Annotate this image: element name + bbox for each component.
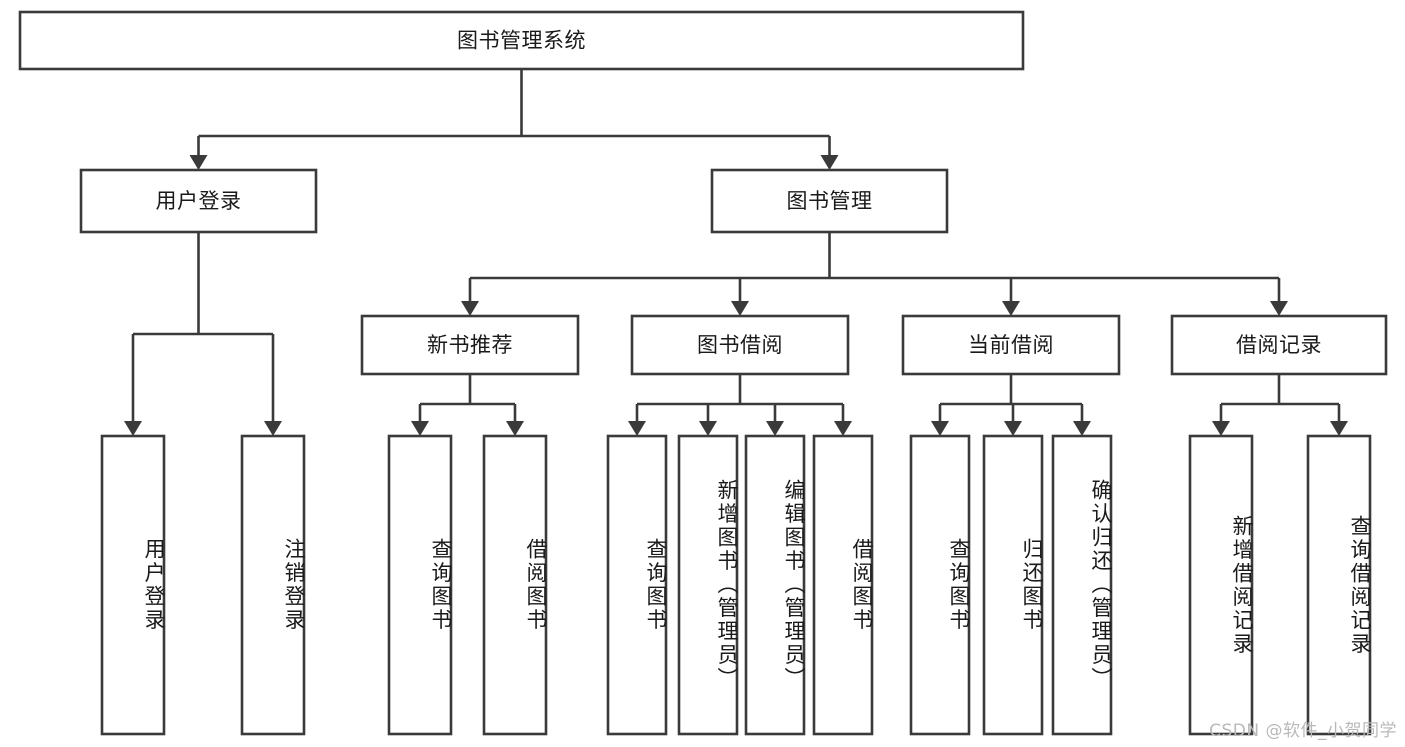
- node-leaf-add-book[interactable]: [677, 434, 739, 736]
- node-label-leaf-logout: 注销登录: [282, 538, 306, 632]
- conn-book-borrow-to-leaf-query-book-borrow-arrowhead: [628, 421, 646, 436]
- node-box-book-borrow[interactable]: [630, 314, 850, 376]
- conn-user-login-to-leaf-logout-arrowhead: [264, 421, 282, 436]
- conn-book-borrow-to-leaf-edit-book-arrowhead: [766, 421, 784, 436]
- conn-root-to-book-manage-arrowhead: [820, 155, 839, 170]
- node-leaf-add-record[interactable]: [1188, 434, 1254, 736]
- node-box-leaf-user-login[interactable]: [100, 434, 166, 736]
- node-new-book-rec[interactable]: 新书推荐: [360, 314, 580, 376]
- node-box-new-book-rec[interactable]: [360, 314, 580, 376]
- node-leaf-query-book-borrow[interactable]: [606, 434, 668, 736]
- conn-new-book-rec-to-leaf-query-book-rec-arrowhead: [411, 421, 429, 436]
- node-box-leaf-return-book[interactable]: [982, 434, 1044, 736]
- node-box-root[interactable]: [18, 10, 1025, 71]
- node-box-leaf-query-book-current[interactable]: [909, 434, 971, 736]
- node-borrow-record[interactable]: 借阅记录: [1170, 314, 1388, 376]
- node-box-leaf-edit-book[interactable]: [744, 434, 806, 736]
- node-label-leaf-borrow-book: 借阅图书: [850, 538, 874, 632]
- node-leaf-query-book-current[interactable]: [909, 434, 971, 736]
- conn-bookmanage-to-new-book-rec-arrowhead: [461, 301, 479, 316]
- node-box-leaf-borrow-book-rec[interactable]: [482, 434, 548, 736]
- node-leaf-query-book-rec[interactable]: [387, 434, 453, 736]
- watermark-label: CSDN @软件_小贺同学: [1209, 721, 1397, 741]
- node-leaf-borrow-book-rec[interactable]: [482, 434, 548, 736]
- node-label-leaf-query-book-borrow: 查询图书: [644, 538, 668, 632]
- connector-layer: [124, 69, 1348, 436]
- node-box-leaf-query-book-borrow[interactable]: [606, 434, 668, 736]
- node-box-leaf-logout[interactable]: [240, 434, 306, 736]
- node-label-leaf-add-book: 新增图书（管理员）: [715, 479, 739, 691]
- node-box-leaf-borrow-book[interactable]: [812, 434, 874, 736]
- node-leaf-query-record[interactable]: [1306, 434, 1372, 736]
- node-label-leaf-edit-book: 编辑图书（管理员）: [782, 479, 806, 691]
- node-label-current-borrow: 当前借阅: [968, 333, 1054, 357]
- conn-borrow-record-to-leaf-add-record-arrowhead: [1212, 421, 1230, 436]
- node-label-book-manage: 图书管理: [787, 189, 873, 213]
- node-label-leaf-query-record: 查询借阅记录: [1348, 514, 1372, 656]
- node-label-book-borrow: 图书借阅: [697, 333, 783, 357]
- conn-borrow-record-to-leaf-query-record-arrowhead: [1330, 421, 1348, 436]
- node-box-leaf-add-record[interactable]: [1188, 434, 1254, 736]
- node-label-leaf-add-record: 新增借阅记录: [1230, 514, 1254, 656]
- node-box-leaf-add-book[interactable]: [677, 434, 739, 736]
- node-label-new-book-rec: 新书推荐: [427, 333, 513, 357]
- node-box-borrow-record[interactable]: [1170, 314, 1388, 376]
- node-box-current-borrow[interactable]: [901, 314, 1121, 376]
- node-label-leaf-return-book: 归还图书: [1020, 538, 1044, 632]
- node-leaf-borrow-book[interactable]: [812, 434, 874, 736]
- node-leaf-logout[interactable]: [240, 434, 306, 736]
- node-leaf-edit-book[interactable]: [744, 434, 806, 736]
- node-box-leaf-confirm-return[interactable]: [1051, 434, 1113, 736]
- node-current-borrow[interactable]: 当前借阅: [901, 314, 1121, 376]
- node-root[interactable]: 图书管理系统: [18, 10, 1025, 71]
- node-box-user-login[interactable]: [79, 168, 318, 234]
- node-label-user-login: 用户登录: [156, 189, 242, 213]
- node-leaf-confirm-return[interactable]: [1051, 434, 1113, 736]
- conn-user-login-to-leaf-user-login-arrowhead: [124, 421, 142, 436]
- conn-current-borrow-to-leaf-return-book-arrowhead: [1004, 421, 1022, 436]
- conn-bookmanage-to-current-borrow-arrowhead: [1002, 301, 1020, 316]
- node-label-leaf-query-book-rec: 查询图书: [429, 538, 453, 632]
- node-book-borrow[interactable]: 图书借阅: [630, 314, 850, 376]
- conn-root-to-user-login-arrowhead: [189, 155, 208, 170]
- node-box-leaf-query-record[interactable]: [1306, 434, 1372, 736]
- node-book-manage[interactable]: 图书管理: [710, 168, 949, 234]
- node-box-leaf-query-book-rec[interactable]: [387, 434, 453, 736]
- node-leaf-return-book[interactable]: [982, 434, 1044, 736]
- conn-bookmanage-to-book-borrow-arrowhead: [731, 301, 749, 316]
- node-label-root: 图书管理系统: [457, 29, 586, 53]
- node-leaf-user-login[interactable]: [100, 434, 166, 736]
- conn-current-borrow-to-leaf-confirm-return-arrowhead: [1073, 421, 1091, 436]
- node-label-leaf-user-login: 用户登录: [142, 538, 166, 632]
- node-user-login[interactable]: 用户登录: [79, 168, 318, 234]
- conn-book-borrow-to-leaf-add-book-arrowhead: [699, 421, 717, 436]
- node-box-book-manage[interactable]: [710, 168, 949, 234]
- node-label-leaf-query-book-current: 查询图书: [947, 538, 971, 632]
- conn-current-borrow-to-leaf-query-book-current-arrowhead: [931, 421, 949, 436]
- node-label-leaf-confirm-return: 确认归还（管理员）: [1089, 479, 1113, 691]
- node-label-leaf-borrow-book-rec: 借阅图书: [524, 538, 548, 632]
- conn-bookmanage-to-borrow-record-arrowhead: [1270, 301, 1288, 316]
- conn-book-borrow-to-leaf-borrow-book-arrowhead: [834, 421, 852, 436]
- conn-new-book-rec-to-leaf-borrow-book-rec-arrowhead: [506, 421, 524, 436]
- node-label-borrow-record: 借阅记录: [1236, 333, 1322, 357]
